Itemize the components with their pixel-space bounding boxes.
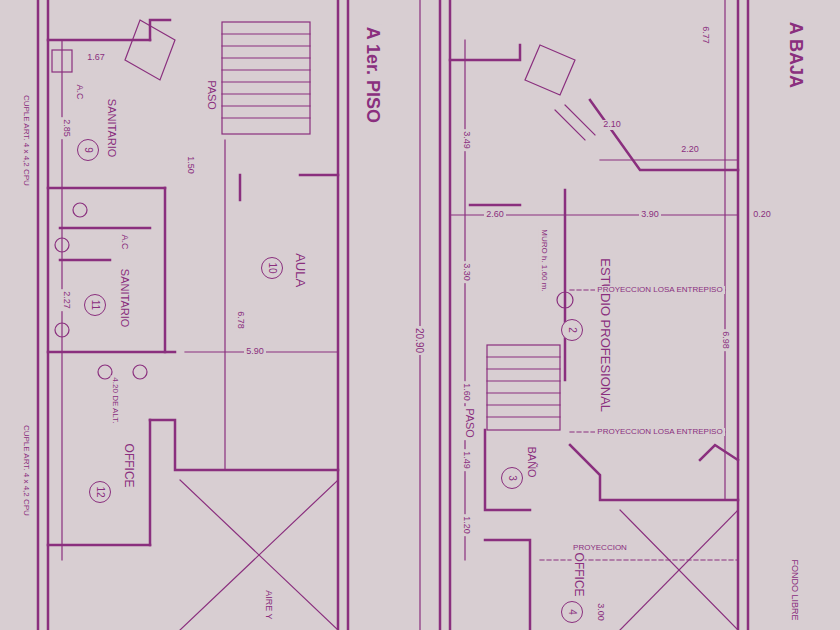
- room-number: 10: [267, 262, 277, 273]
- room-number: 11: [90, 300, 100, 310]
- dimension-label: 3.90: [639, 210, 661, 220]
- dimension-label: 2.10: [601, 120, 623, 130]
- room-label: A.C: [120, 232, 130, 251]
- room-label: CUPLE ART. 4 x 4,2 CPU: [21, 422, 30, 517]
- dimension-label: 3.00: [595, 601, 605, 623]
- room-number-circle: 3: [501, 467, 523, 489]
- room-number: 3: [507, 475, 517, 481]
- dimension-label: 6.77: [700, 24, 710, 46]
- dimension-label: 6.78: [235, 309, 245, 331]
- room-label: PROYECCION LOSA ENTREPISO: [595, 286, 724, 295]
- room-number-circle: 9: [77, 139, 99, 161]
- dimension-label: 3.30: [461, 261, 471, 283]
- dimension-label: 1.60: [461, 381, 471, 403]
- room-label: PROYECCION: [571, 544, 629, 553]
- dimension-label: 1.50: [185, 154, 195, 176]
- room-number-circle: 4: [561, 601, 583, 623]
- dimension-label: 5.90: [244, 347, 266, 357]
- room-label: 4.20 DE ALT.: [111, 375, 120, 425]
- room-label: AIRE Y: [263, 588, 273, 621]
- room-label: MURO h. 1.60 m.: [539, 227, 548, 293]
- dimension-label: 0.20: [751, 210, 773, 220]
- room-label: OFFICE: [571, 551, 584, 599]
- room-label: A BAJA: [785, 20, 805, 90]
- dimension-label: 2.27: [61, 289, 71, 311]
- room-label: PASO: [206, 78, 218, 112]
- room-label: SANITARIO: [106, 97, 118, 159]
- room-number: 2: [567, 327, 577, 333]
- room-label: PASO: [464, 406, 476, 440]
- room-label: PROYECCION LOSA ENTREPISO: [595, 428, 724, 437]
- room-label: FONDO LIBRE: [790, 557, 800, 622]
- room-label: A 1er. PISO: [362, 25, 382, 125]
- dimension-label: 1.49: [461, 449, 471, 471]
- room-number: 4: [567, 609, 577, 615]
- dimension-label: 1.20: [461, 514, 471, 536]
- dimension-label: 6.98: [720, 329, 730, 351]
- room-label: SANITARIO: [119, 267, 131, 329]
- room-label: AULA: [293, 251, 307, 289]
- room-number-circle: 10: [261, 257, 283, 279]
- room-label: A.C: [75, 82, 85, 101]
- room-number: 12: [95, 486, 105, 497]
- dimension-label: 2.20: [679, 145, 701, 155]
- room-number-circle: 11: [84, 294, 106, 316]
- dimension-label: 1.67: [85, 53, 107, 63]
- dimension-label: 2.60: [484, 210, 506, 220]
- dimension-label: 2.85: [61, 117, 71, 139]
- room-number-circle: 12: [89, 481, 111, 503]
- room-label: BAÑO: [526, 444, 538, 479]
- room-number: 9: [83, 147, 93, 153]
- room-label: OFFICE: [121, 442, 134, 490]
- room-label: CUPLE ART. 4 x 4,2 CPU: [21, 92, 30, 187]
- dimension-label: 3.49: [461, 129, 471, 151]
- dimension-label: 20.90: [415, 325, 426, 354]
- room-number-circle: 2: [561, 319, 583, 341]
- room-label: ESTUDIO PROFESIONAL: [598, 256, 612, 414]
